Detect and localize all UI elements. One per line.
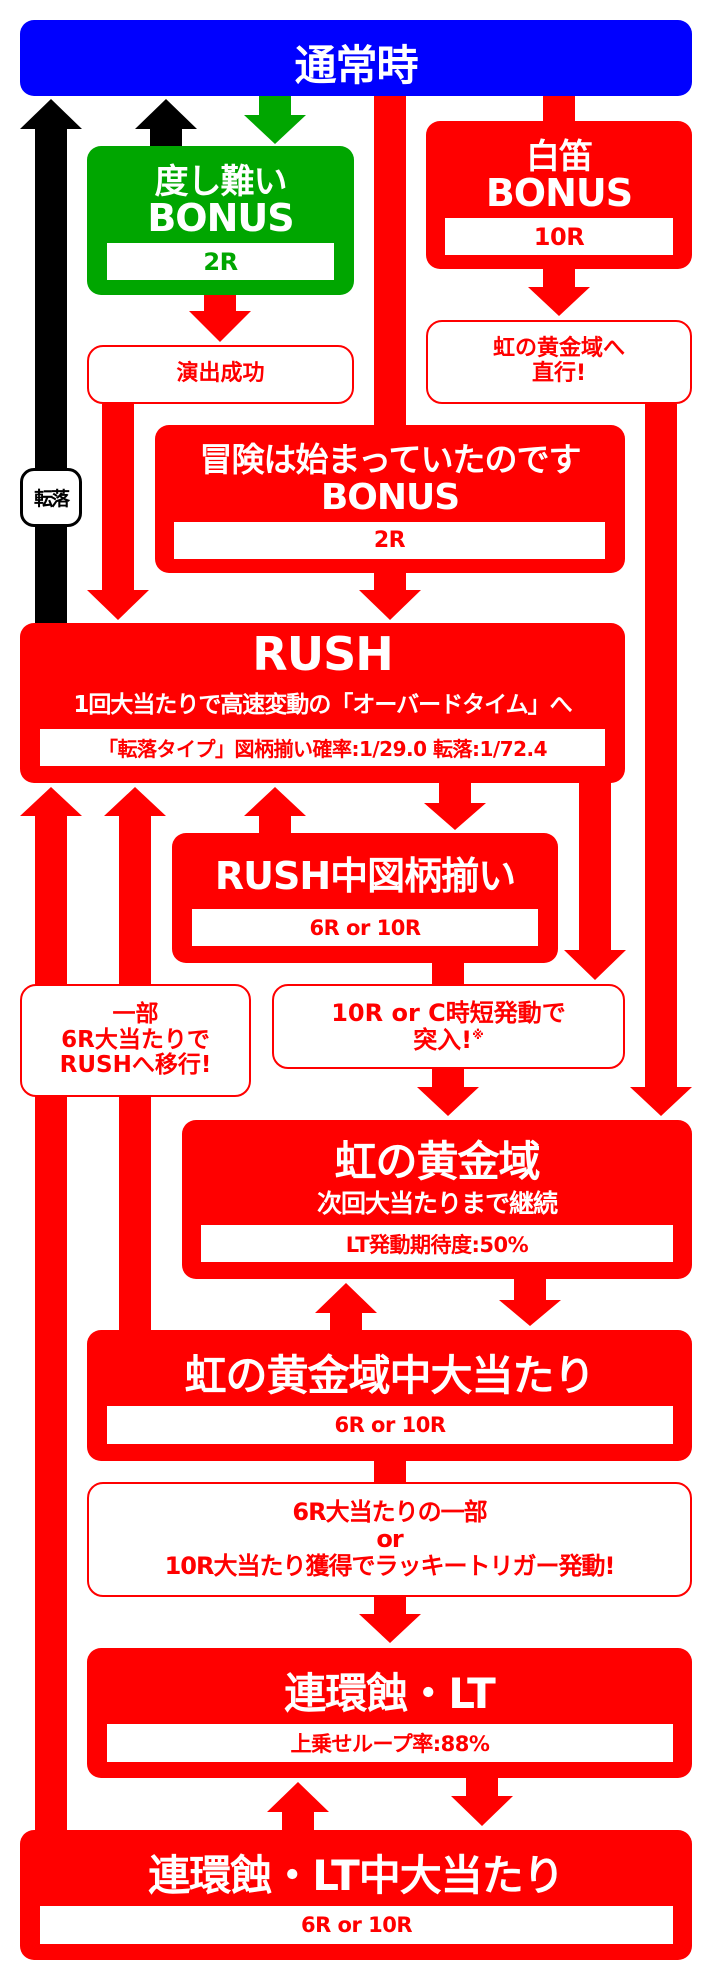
adventure-bonus-title: 冒険は始まっていたのです	[199, 440, 581, 479]
normal-to-adventure-line	[374, 96, 406, 425]
golden-hit-box: 虹の黄金域中大当たり 6R or 10R	[87, 1330, 692, 1461]
white-flute-rounds: 10R	[445, 218, 673, 255]
golden-subtitle: 次回大当たりまで継続	[316, 1189, 558, 1218]
hard-bonus-subtitle: BONUS	[147, 196, 294, 240]
note-partial-line2: 6R大当たりで	[61, 1026, 210, 1053]
note-direct-line2: 直行!	[531, 361, 587, 386]
rush-subtitle: 1回大当たりで高速変動の「オーバードタイム」へ	[73, 692, 572, 718]
hard-bonus-box: 度し難い BONUS 2R	[87, 146, 354, 295]
golden-to-golden-hit-arrow	[499, 1279, 561, 1326]
white-flute-title: 白笛	[526, 137, 593, 177]
success-to-rush-arrow	[87, 404, 149, 620]
lt-box: 連環蝕・LT 上乗せループ率:88%	[87, 1648, 692, 1778]
hard-bonus-rounds: 2R	[107, 243, 334, 280]
rush-hit-rounds: 6R or 10R	[192, 909, 538, 946]
lt-to-lt-hit-arrow	[451, 1778, 513, 1826]
note-success-text: 演出成功	[176, 361, 265, 387]
note-entry-mark: ※	[472, 1027, 484, 1042]
adventure-to-rush-arrow	[359, 573, 421, 620]
golden-box: 虹の黄金域 次回大当たりまで継続 LT発動期待度:50%	[182, 1120, 692, 1279]
note-partial: 一部 6R大当たりで RUSHへ移行!	[20, 984, 251, 1097]
note-entry-line2: 突入!	[413, 1025, 473, 1054]
rush-hit-to-rush-arrow	[244, 787, 306, 833]
note-success: 演出成功	[87, 345, 354, 404]
note-partial-line3: RUSHへ移行!	[59, 1052, 212, 1079]
normal-to-hard-bonus-arrow	[244, 96, 306, 144]
rush-to-entry-arrow	[564, 783, 626, 980]
rush-to-rush-hit-arrow	[424, 783, 486, 830]
note-entry-line1: 10R or C時短発動で	[331, 998, 566, 1027]
hard-bonus-title: 度し難い	[154, 162, 288, 202]
direct-to-golden-arrow	[630, 404, 692, 1116]
golden-info: LT発動期待度:50%	[201, 1225, 673, 1262]
note-lucky-line1: 6R大当たりの一部	[292, 1498, 487, 1527]
rush-hit-box: RUSH中図柄揃い 6R or 10R	[172, 833, 558, 963]
normal-state-title: 通常時	[294, 41, 418, 90]
lt-hit-to-lt-arrow	[267, 1782, 329, 1830]
lt-hit-box: 連環蝕・LT中大当たり 6R or 10R	[20, 1830, 692, 1960]
note-lucky-line2: or	[376, 1525, 403, 1554]
fall-label: 転落	[20, 468, 82, 527]
golden-title: 虹の黄金域	[334, 1137, 540, 1186]
lt-hit-to-rush-arrow	[20, 787, 82, 1830]
golden-hit-rounds: 6R or 10R	[107, 1406, 673, 1444]
adventure-bonus-box: 冒険は始まっていたのです BONUS 2R	[155, 425, 625, 573]
rush-hit-title: RUSH中図柄揃い	[214, 854, 516, 898]
rush-info: 「転落タイプ」図柄揃い確率:1/29.0 転落:1/72.4	[40, 729, 605, 766]
hard-bonus-to-success-arrow	[189, 295, 251, 342]
rush-title: RUSH	[252, 627, 393, 681]
note-entry: 10R or C時短発動で 突入!※	[272, 984, 625, 1069]
note-partial-line1: 一部	[112, 1000, 159, 1027]
golden-hit-title: 虹の黄金域中大当たり	[184, 1351, 595, 1400]
note-lucky: 6R大当たりの一部 or 10R大当たり獲得でラッキートリガー発動!	[87, 1482, 692, 1597]
fall-arrow-to-normal	[20, 99, 82, 623]
normal-state-box: 通常時	[20, 20, 692, 96]
note-direct-line1: 虹の黄金域へ	[492, 336, 625, 362]
white-flute-subtitle: BONUS	[485, 171, 633, 215]
lt-hit-title: 連環蝕・LT中大当たり	[148, 1851, 564, 1900]
rush-box: RUSH 1回大当たりで高速変動の「オーバードタイム」へ 「転落タイプ」図柄揃い…	[20, 623, 625, 783]
lt-info: 上乗せループ率:88%	[107, 1724, 673, 1762]
white-flute-to-direct-arrow	[528, 269, 590, 316]
lt-title: 連環蝕・LT	[284, 1669, 495, 1718]
adventure-bonus-subtitle: BONUS	[320, 477, 460, 518]
golden-hit-to-golden-arrow	[315, 1283, 377, 1330]
normal-to-white-flute-line	[543, 96, 575, 121]
white-flute-bonus-box: 白笛 BONUS 10R	[426, 121, 692, 269]
lt-hit-rounds: 6R or 10R	[40, 1906, 673, 1944]
hard-bonus-return-arrow	[135, 99, 197, 146]
note-lucky-line3: 10R大当たり獲得でラッキートリガー発動!	[164, 1551, 616, 1580]
note-direct: 虹の黄金域へ 直行!	[426, 320, 692, 404]
adventure-bonus-rounds: 2R	[174, 522, 605, 559]
